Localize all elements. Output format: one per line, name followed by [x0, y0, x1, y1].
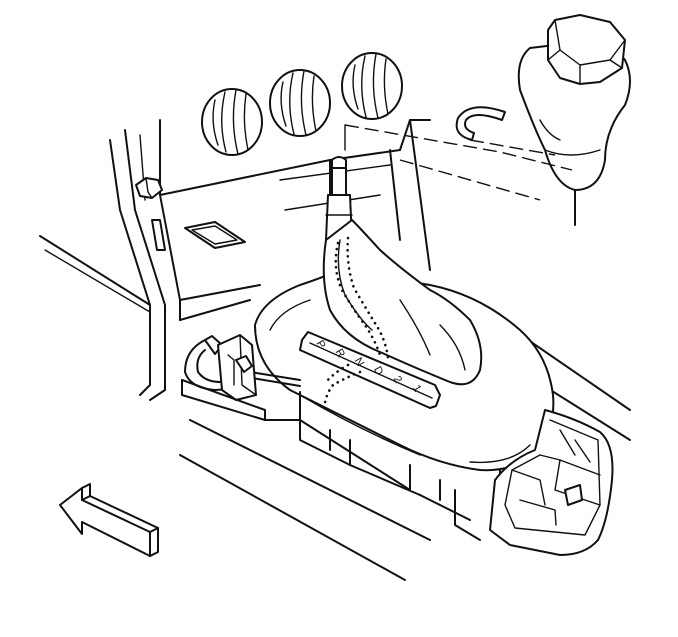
- alignment-lines: [344, 124, 576, 226]
- mounting-bolt: [135, 177, 163, 199]
- shift-knob: [517, 14, 631, 191]
- rear-storage-tray: [489, 409, 614, 556]
- side-tab: [151, 219, 166, 251]
- dash-slot: [184, 221, 246, 249]
- cable-bracket: [217, 334, 257, 401]
- shift-boot: [322, 219, 483, 386]
- retaining-clip: [455, 106, 506, 141]
- gear-indicator-window: [299, 331, 441, 409]
- boot-stitching: [322, 236, 390, 412]
- hvac-knob-right: [341, 52, 403, 120]
- forward-arrow-icon: [59, 483, 159, 557]
- gear-letter-5: 1: [410, 383, 423, 394]
- gear-letter-4: 2: [391, 374, 404, 385]
- hvac-knob-middle: [269, 69, 331, 137]
- hvac-knob-left: [201, 88, 263, 156]
